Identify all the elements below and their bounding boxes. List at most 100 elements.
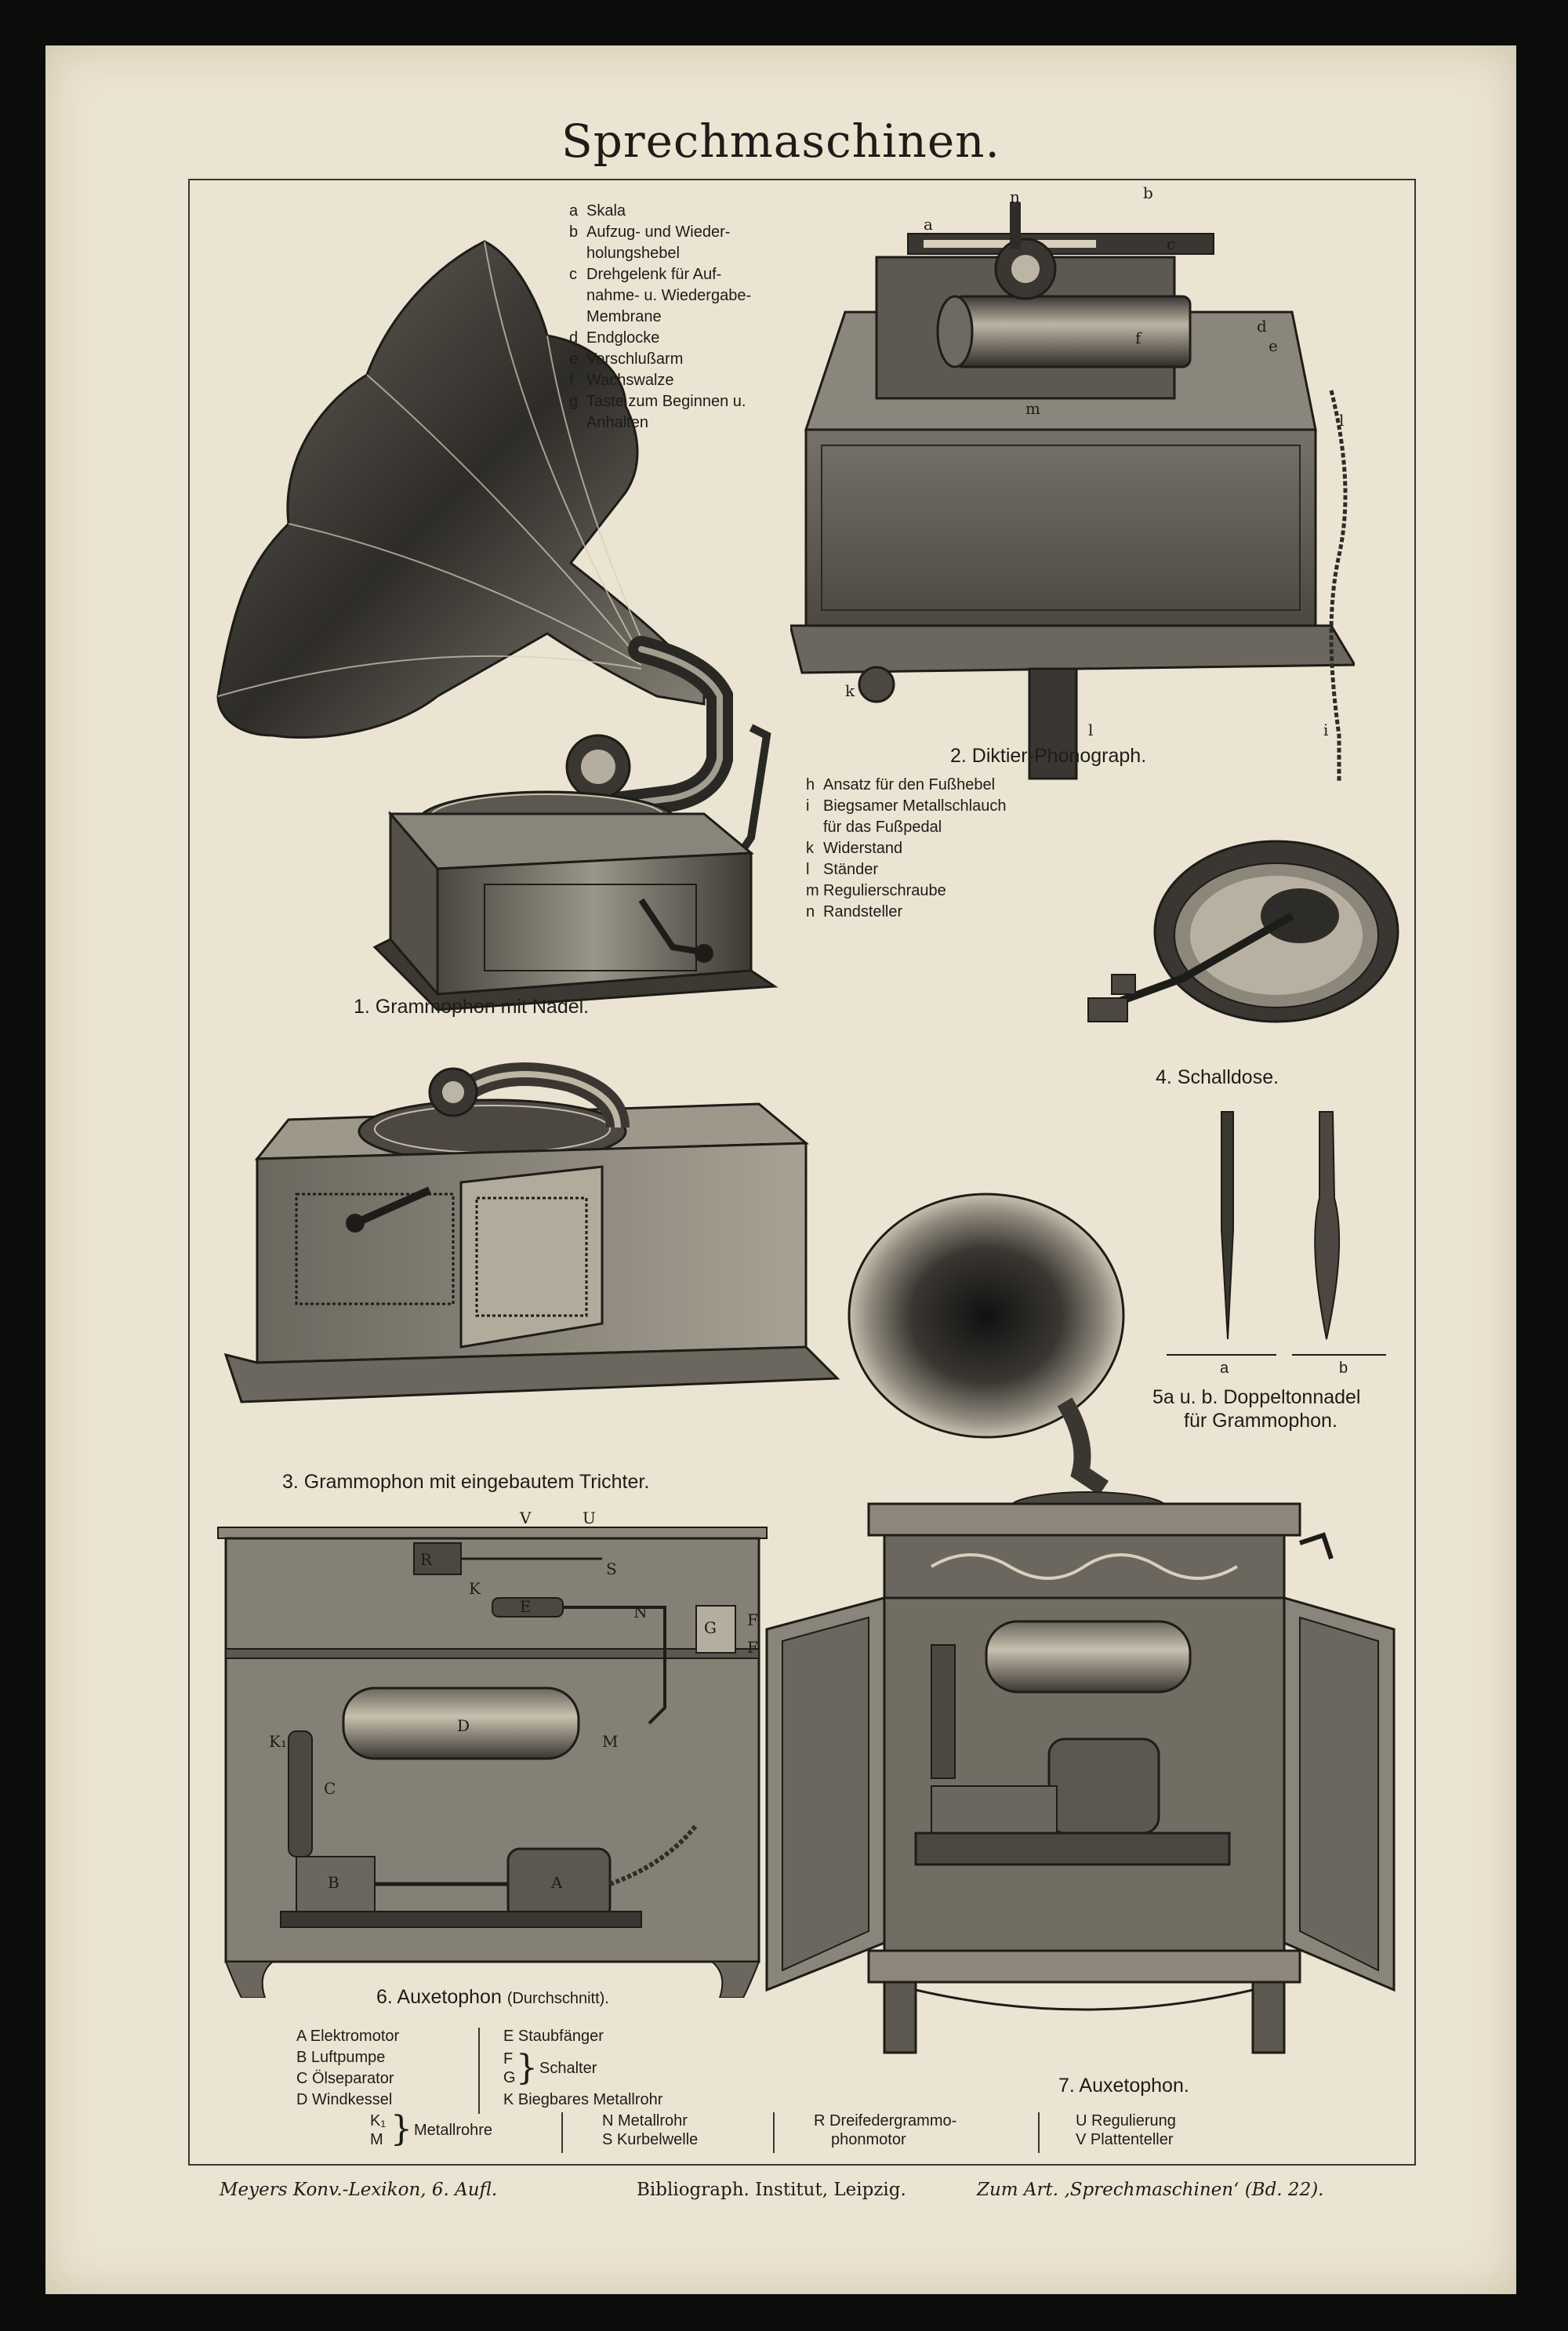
legend-M: M [370,2131,383,2148]
legend-brace-FG: } [516,2048,538,2088]
legend-C: C Ölseparator [296,2070,394,2087]
legend-divider-2 [561,2112,563,2153]
figure-auxetophon-section: V U R S K E N G F F D M K₁ C B A [210,1496,790,1998]
label-b: b [1143,187,1153,202]
legend-K: K Biegbares Metallrohr [503,2091,663,2108]
caption-fig4: 4. Schalldose. [1156,1066,1279,1088]
label-D: D [457,1716,470,1735]
figure-auxetophon [751,1190,1410,2061]
legend-item: Membrane [586,308,662,325]
legend-R1: R Dreifedergrammo- [814,2112,957,2129]
auxetophon-section-illustration: V U R S K E N G F F D M K₁ C B A [217,1509,768,1998]
legend-item: Anhalten [586,414,648,431]
caption-fig5-line2: für Grammophon. [1184,1410,1338,1432]
legend-V: V Plattenteller [1076,2131,1174,2148]
label-F-lower: F [747,1638,758,1657]
label-N: N [633,1603,648,1621]
caption-fig1: 1. Grammophon mit Nadel. [354,996,590,1018]
label-A: A [550,1873,563,1892]
caption-fig5-line1: 5a u. b. Doppeltonnadel [1152,1386,1361,1408]
caption-fig7: 7. Auxetophon. [1058,2075,1189,2097]
footer-left: Meyers Konv.-Lexikon, 6. Aufl. [220,2180,498,2200]
legend-divider-1 [478,2028,480,2114]
legend-item: nahme- u. Wiedergabe- [586,287,752,304]
plate-frame [188,179,1416,2166]
label-S: S [606,1559,617,1578]
footer-right: Zum Art. ‚Sprechmaschinen‘ (Bd. 22). [977,2180,1324,2200]
legend-U: U Regulierung [1076,2112,1176,2129]
plate-sheet: Sprechmaschinen. [45,45,1516,2294]
schalldose-illustration [1087,840,1399,1023]
needles-illustration [1167,1111,1386,1356]
label-needle-a: a [1220,1360,1229,1377]
legend-G: G [503,2069,516,2086]
caption-fig2: 2. Diktier-Phonograph. [950,745,1147,767]
legend-N: N Metallrohr [602,2112,688,2129]
plate-title: Sprechmaschinen. [561,114,1000,168]
label-V: V [519,1509,532,1527]
label-a: a [924,215,933,234]
caption-fig6-main: 6. Auxetophon [376,1986,502,2008]
figure-diktier-phonograph: a n b c d e f m k l l i [790,187,1355,782]
label-B: B [328,1873,339,1892]
label-F-upper: F [747,1610,758,1629]
caption-fig3: 3. Grammophon mit eingebautem Trichter. [282,1471,650,1493]
legend-brace-K1M: } [390,2109,412,2149]
label-G: G [704,1618,717,1637]
legend-divider-3 [773,2112,775,2153]
legend-D: D Windkessel [296,2091,393,2108]
figure-grammophon-horn [202,194,845,1033]
label-c: c [1167,234,1175,253]
legend-schalter: Schalter [539,2060,597,2077]
label-i: i [1323,721,1328,739]
label-e: e [1269,336,1278,355]
label-K1: K₁ [269,1732,287,1751]
legend-E: E Staubfänger [503,2028,604,2045]
auxetophon-illustration [765,1193,1396,2054]
label-E: E [520,1597,532,1616]
legend-A: A Elektromotor [296,2028,400,2045]
label-R: R [420,1550,433,1569]
label-n: n [1010,187,1020,206]
label-k: k [845,681,855,700]
label-d: d [1257,317,1267,336]
legend-R2: phonmotor [831,2131,906,2148]
label-l-stand: l [1088,721,1093,739]
legend-item: holungshebel [586,245,680,262]
grammophon-cabinet-illustration [223,1062,840,1403]
legend-F: F [503,2050,514,2068]
legend-K1: K₁ [370,2112,387,2129]
figure-schalldose [1065,830,1402,1065]
legend-B: B Luftpumpe [296,2049,386,2066]
legend-metallrohre: Metallrohre [414,2122,493,2139]
label-l-hose: l [1339,411,1344,430]
label-K: K [469,1579,481,1598]
label-f: f [1135,329,1142,347]
legend-divider-4 [1038,2112,1040,2153]
figure-doppeltonnadel [1159,1104,1394,1363]
figure-grammophon-cabinet [210,1041,853,1465]
label-U: U [583,1509,596,1527]
caption-fig6: 6. Auxetophon (Durchschnitt). [376,1986,609,2009]
phonograph-illustration: a n b c d e f m k l l i [790,187,1355,782]
label-C: C [324,1779,336,1798]
legend-item: für das Fußpedal [823,819,942,836]
caption-fig6-small: (Durchschnitt). [506,1990,609,2007]
label-M: M [602,1732,618,1751]
grammophon-horn-illustration [216,240,779,1011]
